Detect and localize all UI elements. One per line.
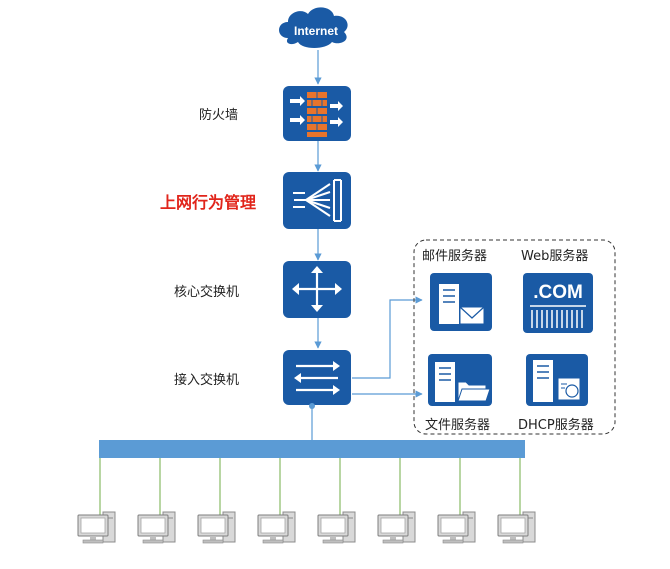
access-switch-icon xyxy=(283,350,351,405)
client-computer-icon xyxy=(257,511,296,544)
server-group-frame xyxy=(413,239,616,435)
behavior-management-icon xyxy=(283,172,351,229)
link-access-mail xyxy=(352,296,423,379)
mail-server-label: 邮件服务器 xyxy=(422,249,488,264)
web-screen-text: .COM xyxy=(533,282,583,303)
web-server-icon: .COM xyxy=(523,273,593,333)
client-computer-icon xyxy=(317,511,356,544)
backbone-links xyxy=(314,50,423,398)
dhcp-server-label: DHCP服务器 xyxy=(518,418,594,433)
core-switch-icon xyxy=(283,261,351,318)
access-switch-label: 接入交换机 xyxy=(174,373,240,388)
client-computer-icon xyxy=(437,511,476,544)
file-server-label: 文件服务器 xyxy=(425,418,491,433)
internet-cloud-icon: Internet xyxy=(279,7,348,49)
behavior-management-label: 上网行为管理 xyxy=(160,193,257,212)
lan-bus xyxy=(99,440,525,458)
core-switch-label: 核心交换机 xyxy=(174,285,240,300)
client-computer-icon xyxy=(497,511,536,544)
firewall-icon xyxy=(283,86,351,141)
web-server-label: Web服务器 xyxy=(521,249,589,264)
dhcp-server-icon xyxy=(526,354,588,406)
mail-server-icon xyxy=(430,273,492,331)
client-computer-icon xyxy=(77,511,116,544)
client-group xyxy=(77,458,536,544)
file-server-icon xyxy=(428,354,492,406)
client-computer-icon xyxy=(197,511,236,544)
client-computer-icon xyxy=(377,511,416,544)
internet-label: Internet xyxy=(294,24,338,38)
access-port-dot xyxy=(309,403,315,409)
firewall-label: 防火墙 xyxy=(199,108,239,123)
client-computer-icon xyxy=(137,511,176,544)
